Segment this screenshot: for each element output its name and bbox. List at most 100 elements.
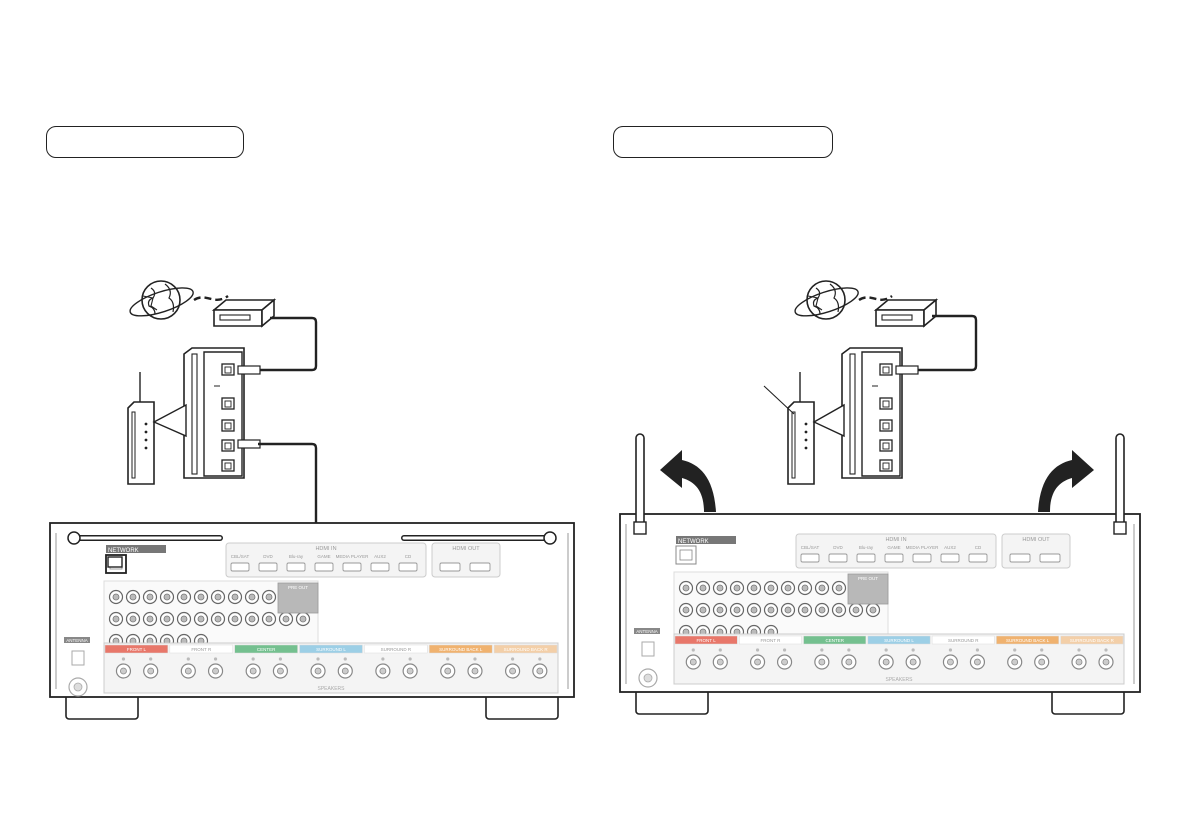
- speaker-binding-post-inner: [754, 658, 761, 666]
- rca-jack: [814, 580, 830, 596]
- speaker-binding-post-inner: [341, 667, 349, 675]
- polarity-mark: [691, 648, 695, 652]
- speaker-group-band: [803, 635, 867, 645]
- speaker-group-band: [867, 635, 931, 645]
- polarity-mark: [510, 657, 515, 661]
- rca-jack: [142, 589, 158, 605]
- polarity-mark: [1013, 648, 1017, 652]
- speaker-binding-post-inner: [379, 667, 387, 675]
- polarity-mark: [381, 657, 385, 661]
- rca-jack: [678, 580, 694, 596]
- fm-terminal: [71, 650, 85, 666]
- rca-jack: [763, 580, 779, 596]
- router-icon: [842, 348, 902, 478]
- network-label-band: [106, 545, 166, 553]
- speaker-group-label: SURROUND BACK L: [1006, 638, 1050, 643]
- speaker-group-label: SURROUND R: [948, 638, 979, 643]
- pre-out-block: [277, 582, 319, 614]
- router-plug: [895, 365, 919, 375]
- receiver-foot: [65, 694, 139, 720]
- speaker-group-band: [931, 635, 995, 645]
- hdmi-input-label: GAME: [887, 545, 900, 550]
- rca-jack: [159, 611, 175, 627]
- speaker-binding-post-inner: [536, 667, 544, 675]
- speaker-group-label: FRONT L: [697, 638, 717, 643]
- polarity-mark: [121, 657, 126, 661]
- fm-terminal: [641, 641, 655, 657]
- speaker-binding-post-inner: [909, 658, 917, 666]
- speaker-binding-post-inner: [120, 667, 127, 675]
- antenna-label-band: [634, 628, 660, 634]
- hdmi-port: [314, 562, 334, 572]
- rca-jack: [712, 580, 728, 596]
- speaker-group-band: [364, 644, 428, 654]
- receiver-foot: [635, 689, 709, 715]
- polarity-mark: [820, 648, 824, 652]
- polarity-mark: [149, 657, 153, 661]
- polarity-mark: [782, 648, 787, 652]
- polarity-mark: [975, 648, 980, 652]
- speaker-binding-post-inner: [184, 667, 192, 675]
- speaker-group-label: SURROUND L: [316, 647, 346, 652]
- rca-jack: [176, 589, 192, 605]
- speaker-binding-post-inner: [471, 667, 479, 675]
- polarity-mark: [538, 657, 542, 661]
- access-point-icon: [787, 371, 815, 485]
- receiver-ethernet-plug: [107, 556, 123, 568]
- rca-jack: [210, 589, 226, 605]
- polarity-mark: [948, 648, 953, 652]
- hdmi-input-label: DVD: [833, 545, 843, 550]
- speaker-binding-post-inner: [716, 658, 724, 666]
- hdmi-port: [342, 562, 362, 572]
- rca-jack: [831, 602, 847, 618]
- polarity-mark: [847, 648, 851, 652]
- hdmi-input-label: MEDIA PLAYER: [336, 554, 369, 559]
- hdmi-out-port: [439, 562, 461, 572]
- hdmi-input-label: CD: [405, 554, 412, 559]
- speaker-binding-post-inner: [509, 667, 516, 675]
- rca-jack: [159, 589, 175, 605]
- polarity-mark: [278, 657, 283, 661]
- speaker-binding-post-inner: [249, 667, 257, 675]
- polarity-mark: [1077, 648, 1081, 652]
- modem-icon: [875, 299, 937, 327]
- rca-jack: [746, 602, 762, 618]
- rca-jack: [176, 611, 192, 627]
- receiver-foot: [1051, 689, 1125, 715]
- hdmi-input-label: Blu-ray: [859, 545, 874, 550]
- speaker-group-label: SURROUND L: [884, 638, 914, 643]
- hdmi-port: [912, 553, 932, 563]
- speaker-group-band: [234, 644, 298, 654]
- speaker-group-band: [429, 644, 493, 654]
- speaker-binding-post-inner: [818, 658, 826, 666]
- polarity-mark: [1104, 648, 1108, 652]
- speaker-binding-post-inner: [845, 658, 853, 666]
- rca-jack: [278, 611, 294, 627]
- speaker-binding-post-inner: [882, 658, 890, 666]
- receiver-foot: [485, 694, 559, 720]
- polarity-mark: [343, 657, 347, 661]
- internet-globe-icon: [126, 280, 197, 323]
- speaker-binding-post-inner: [1038, 658, 1046, 666]
- ap-router-link: [812, 403, 845, 438]
- wireless-connection-label-box: [613, 126, 833, 158]
- speaker-group-band: [674, 635, 738, 645]
- hdmi-input-label: CD: [975, 545, 982, 550]
- polarity-mark: [718, 648, 722, 652]
- hdmi-input-label: DVD: [263, 554, 273, 559]
- hdmi-in-label: HDMI IN: [885, 537, 906, 543]
- pre-out-label: PRE OUT: [858, 576, 878, 581]
- polarity-mark: [408, 657, 412, 661]
- rca-jack: [261, 611, 277, 627]
- rca-jack: [763, 602, 779, 618]
- speaker-binding-post-inner: [689, 658, 697, 666]
- speaker-binding-post-inner: [781, 658, 788, 666]
- polarity-mark: [316, 657, 320, 661]
- rca-jack: [865, 602, 881, 618]
- speaker-binding-post-inner: [314, 667, 322, 675]
- rca-jack: [746, 580, 762, 596]
- hdmi-input-label: GAME: [317, 554, 330, 559]
- speaker-group-label: CENTER: [257, 647, 276, 652]
